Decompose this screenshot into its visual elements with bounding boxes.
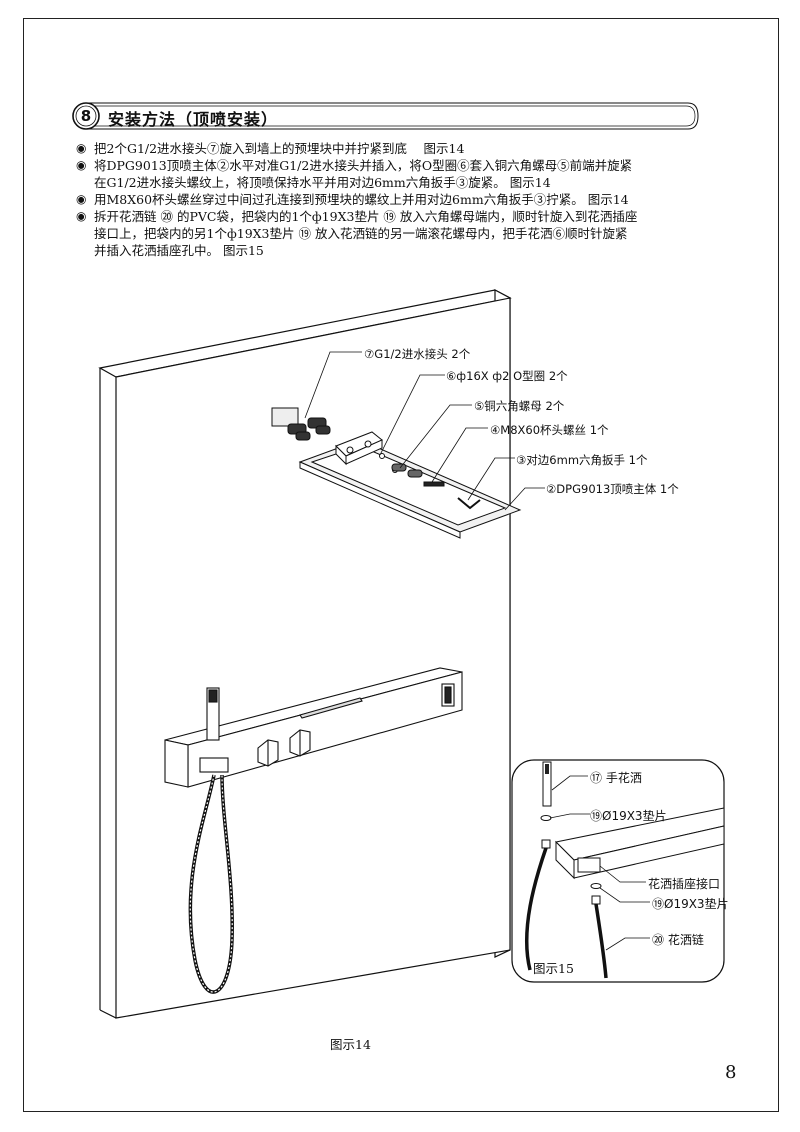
- step-text: 在G1/2进水接头螺纹上，将顶喷保持水平并用对边6mm六角扳手③旋紧。 图示14: [94, 175, 551, 190]
- instruction-step-3: 用M8X60杯头螺丝穿过中间过孔连接到预埋块的螺纹上并用对边6mm六角扳手③拧紧…: [76, 191, 716, 208]
- step-text: 把2个G1/2进水接头⑦旋入到墙上的预埋块中并拧紧到底 图示14: [94, 141, 465, 156]
- step-text: 接口上，把袋内的另1个ф19X3垫片 ⑲ 放入花洒链的另一端滚花螺母内，把手花洒…: [94, 226, 628, 241]
- inset-label-washer-2: ⑲Ø19X3垫片: [652, 897, 729, 911]
- control-knob: [257, 739, 279, 767]
- detail-inset: [511, 759, 725, 983]
- section-header-frame: [72, 102, 699, 130]
- instruction-step-2: 将DPG9013顶喷主体②水平对准G1/2进水接头并插入，将O型圈⑥套入铜六角螺…: [76, 157, 716, 191]
- instruction-step-1: 把2个G1/2进水接头⑦旋入到墙上的预埋块中并拧紧到底 图示14: [76, 140, 716, 157]
- figure-15-caption: 图示15: [533, 961, 574, 976]
- figure-14-caption: 图示14: [330, 1037, 371, 1052]
- callout-o-ring: ⑥ф16X ф2 O型圈 2个: [446, 369, 568, 383]
- inset-label-hand-shower: ⑰ 手花洒: [590, 771, 642, 785]
- step-text: 将DPG9013顶喷主体②水平对准G1/2进水接头并插入，将O型圈⑥套入铜六角螺…: [94, 158, 633, 173]
- callout-hex-wrench: ③对边6mm六角扳手 1个: [516, 453, 648, 467]
- step-text: 拆开花洒链 ⑳ 的PVC袋，把袋内的1个ф19X3垫片 ⑲ 放入六角螺母端内，顺…: [94, 209, 638, 224]
- callout-leaders: [304, 351, 545, 511]
- callout-hex-nut: ⑤铜六角螺母 2个: [474, 399, 565, 413]
- page-number: 8: [725, 1062, 737, 1083]
- top-shower-exploded: [271, 407, 522, 539]
- step-text: 用M8X60杯头螺丝穿过中间过孔连接到预埋块的螺纹上并用对边6mm六角扳手③拧紧…: [94, 192, 629, 207]
- wall-panel: [98, 289, 512, 1019]
- inset-label-socket: 花洒插座接口: [648, 877, 721, 891]
- instruction-step-4: 拆开花洒链 ⑳ 的PVC袋，把袋内的1个ф19X3垫片 ⑲ 放入六角螺母端内，顺…: [76, 208, 716, 259]
- section-number: 8: [80, 107, 92, 125]
- callout-inlet-connector: ⑦G1/2进水接头 2个: [364, 347, 471, 361]
- section-header: 8 安装方法（顶喷安装）: [64, 102, 700, 130]
- inset-label-washer: ⑲Ø19X3垫片: [590, 809, 667, 823]
- step-text: 并插入花洒插座孔中。 图示15: [94, 243, 264, 258]
- wall-bar-unit: [164, 667, 463, 788]
- instruction-list: 把2个G1/2进水接头⑦旋入到墙上的预埋块中并拧紧到底 图示14 将DPG901…: [76, 140, 716, 259]
- callout-shower-body: ②DPG9013顶喷主体 1个: [546, 482, 679, 496]
- section-title: 安装方法（顶喷安装）: [108, 110, 279, 129]
- page-border: [23, 18, 779, 1112]
- callout-screw: ④M8X60杯头螺丝 1个: [490, 423, 609, 437]
- inset-label-hose: ⑳ 花洒链: [652, 933, 704, 947]
- control-knob: [289, 729, 311, 757]
